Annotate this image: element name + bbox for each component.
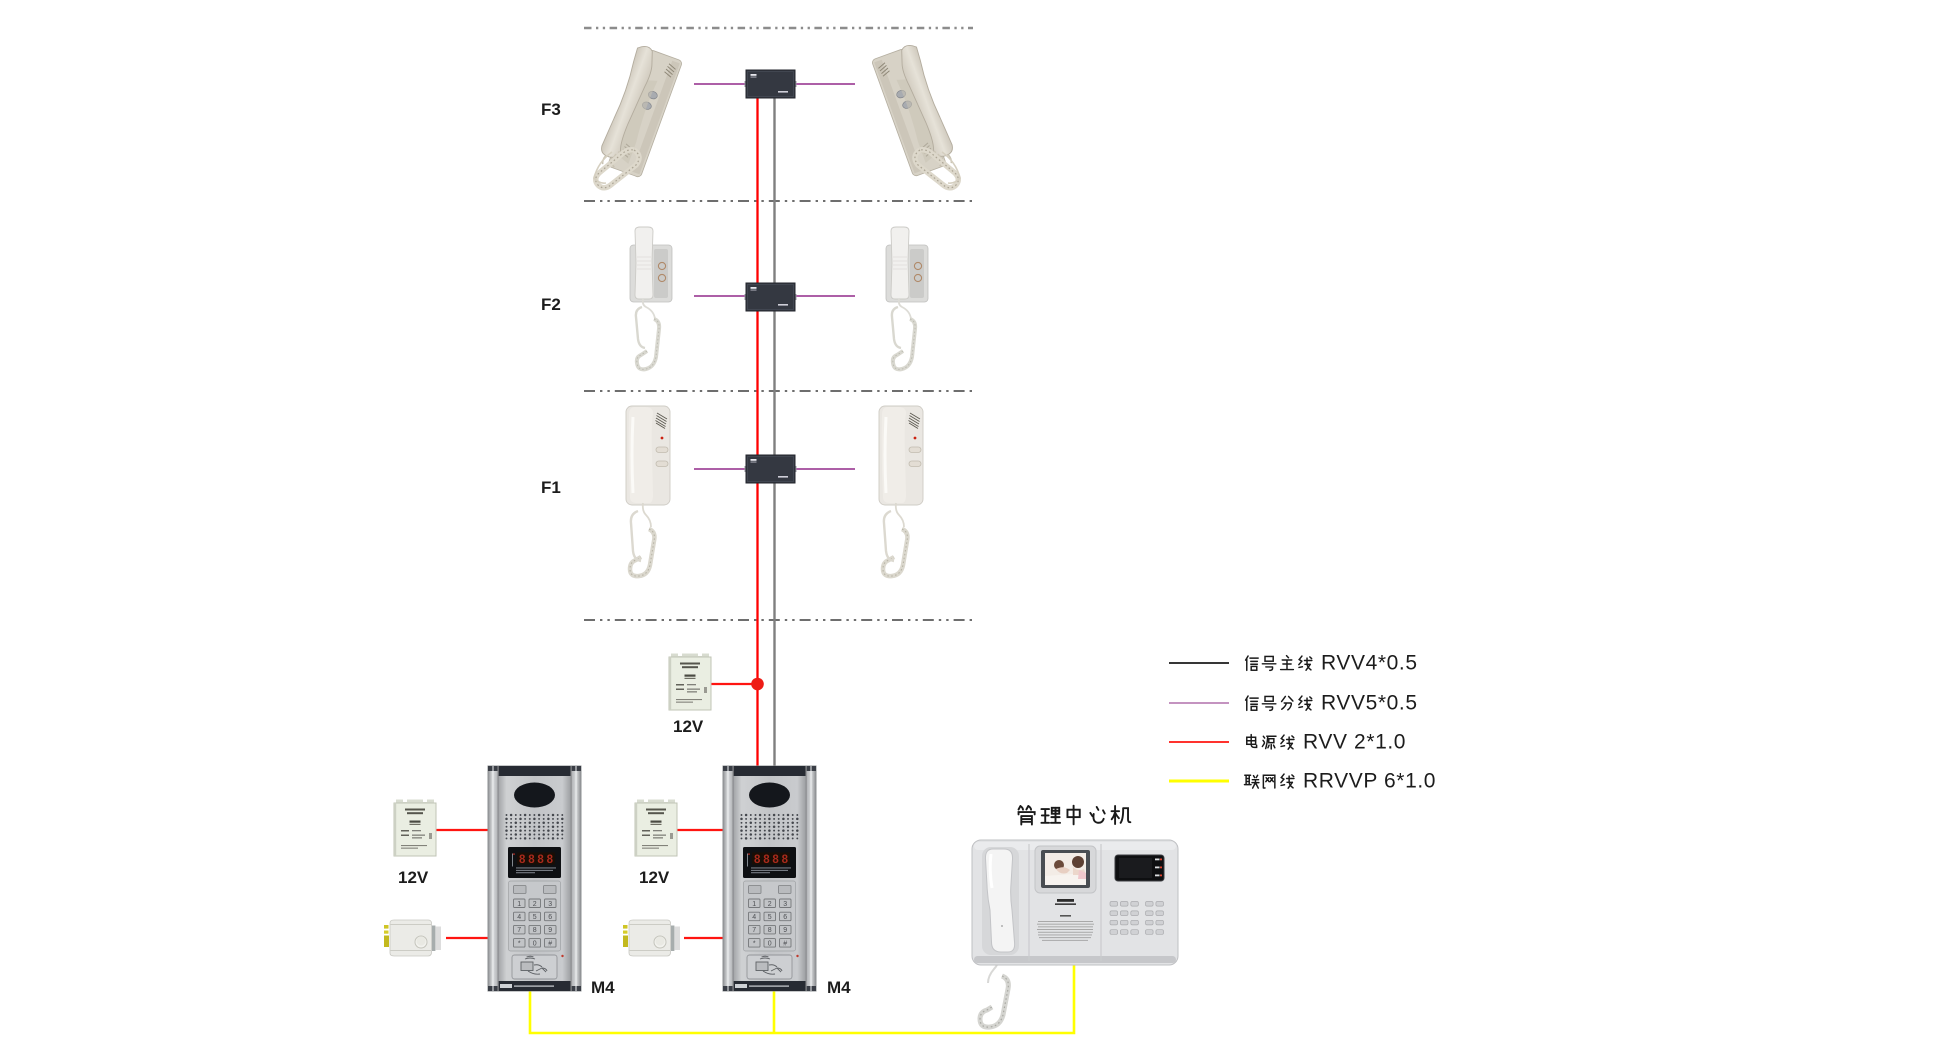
svg-text:12V: 12V [639, 868, 670, 887]
svg-text:RVV 2*1.0: RVV 2*1.0 [1303, 731, 1406, 754]
svg-text:12V: 12V [673, 717, 704, 736]
svg-text:RVV5*0.5: RVV5*0.5 [1321, 692, 1418, 715]
svg-text:F3: F3 [541, 100, 561, 119]
svg-text:RRVVP 6*1.0: RRVVP 6*1.0 [1303, 770, 1436, 793]
svg-text:F1: F1 [541, 478, 561, 497]
svg-text:RVV4*0.5: RVV4*0.5 [1321, 652, 1418, 675]
svg-text:12V: 12V [398, 868, 429, 887]
svg-text:M4: M4 [591, 978, 615, 997]
svg-text:M4: M4 [827, 978, 851, 997]
svg-text:F2: F2 [541, 295, 561, 314]
